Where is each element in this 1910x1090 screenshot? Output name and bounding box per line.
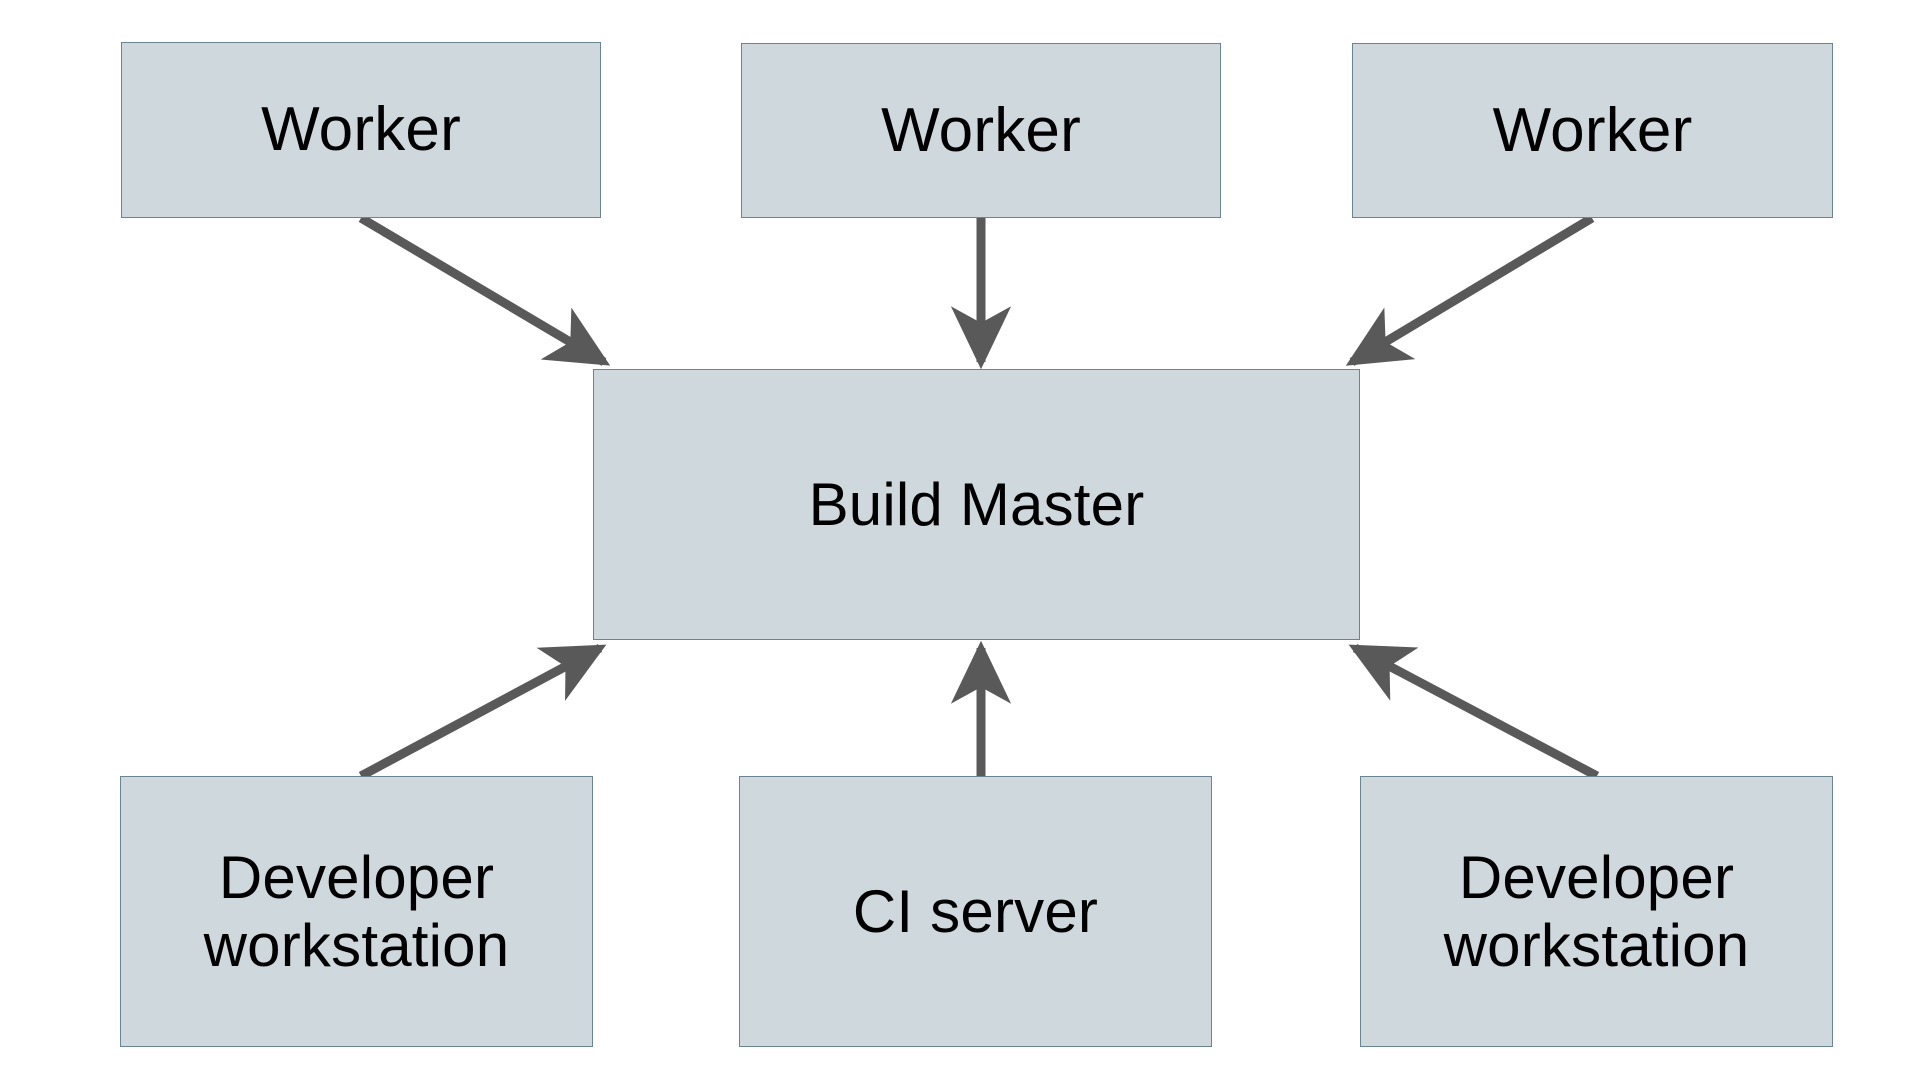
node-worker-2-label: Worker [881, 95, 1081, 165]
edge-dev-workstation-2-to-build-master [1348, 644, 1600, 780]
node-build-master-label: Build Master [808, 470, 1145, 538]
node-developer-workstation-right[interactable]: Developer workstation [1360, 776, 1833, 1047]
node-build-master[interactable]: Build Master [593, 369, 1360, 640]
node-worker-3[interactable]: Worker [1352, 43, 1833, 218]
edge-worker-3-to-build-master [1345, 214, 1595, 366]
node-developer-workstation-left-label: Developer workstation [203, 844, 510, 979]
node-ci-server[interactable]: CI server [739, 776, 1212, 1047]
node-developer-workstation-left[interactable]: Developer workstation [120, 776, 593, 1047]
node-worker-3-label: Worker [1492, 95, 1693, 165]
edge-worker-1-to-build-master [358, 214, 611, 366]
node-worker-2[interactable]: Worker [741, 43, 1221, 218]
node-worker-1-label: Worker [261, 95, 461, 165]
edge-dev-workstation-1-to-build-master [358, 644, 607, 780]
node-ci-server-label: CI server [852, 877, 1099, 945]
node-worker-1[interactable]: Worker [121, 42, 601, 218]
node-developer-workstation-right-label: Developer workstation [1443, 844, 1750, 979]
